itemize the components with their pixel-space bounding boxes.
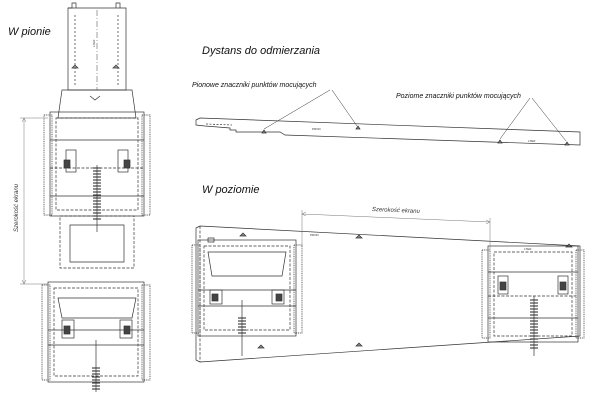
- horizontal-mount-drawing: PROD LTER: [191, 210, 585, 363]
- profile-beam-outline: [195, 117, 581, 146]
- screen-width-vertical-label: Szerokość ekranu: [14, 183, 20, 232]
- distance-profile-drawing: PROD LTER: [195, 89, 581, 146]
- svg-text:LTER: LTER: [528, 139, 536, 143]
- svg-text:LTER: LTER: [524, 247, 532, 251]
- svg-text:PROD: PROD: [310, 233, 320, 237]
- vertical-title: W pionie: [8, 26, 51, 38]
- svg-text:PROD: PROD: [312, 127, 322, 131]
- horizontal-beam-outline: [195, 225, 581, 363]
- vertical-marks-note: Pionowe znaczniki punktów mocujących: [192, 82, 317, 89]
- horizontal-marks-note: Poziome znaczniki punktów mocujących: [396, 93, 521, 100]
- vertical-mount-drawing: LTER: [20, 2, 151, 392]
- distance-title: Dystans do odmierzania: [202, 45, 321, 57]
- svg-text:LTER: LTER: [92, 39, 96, 47]
- horizontal-title: W poziomie: [202, 184, 260, 196]
